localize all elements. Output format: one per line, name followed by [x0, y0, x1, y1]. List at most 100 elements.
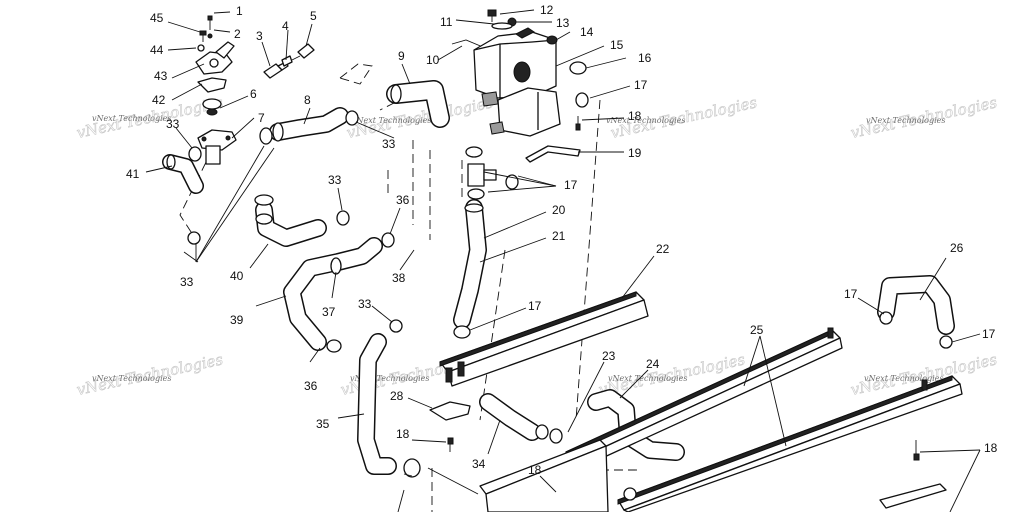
watermark: vNext Technologies	[350, 374, 429, 383]
screw-part-1	[207, 15, 213, 30]
callout-33: 33	[358, 297, 372, 311]
callout-33: 33	[382, 137, 396, 151]
callout-17: 17	[982, 327, 996, 341]
watermark: vNext Technologies	[92, 114, 171, 123]
callout-18: 18	[984, 441, 998, 455]
hose-part-24	[587, 389, 685, 461]
hose-part-26	[877, 275, 955, 335]
callout-36: 36	[396, 193, 410, 207]
optional-gasket-outline	[339, 63, 373, 85]
clamp-part-33	[188, 146, 202, 162]
callout-43: 43	[154, 69, 168, 83]
clamp-part-17	[879, 311, 893, 325]
watermark: vNext Technologies	[864, 374, 943, 383]
screw-part-12	[487, 9, 497, 22]
screw-part-18	[575, 116, 581, 131]
bracket-part-19	[525, 145, 581, 163]
watermark: vNext Technologies	[92, 374, 171, 383]
callout-15: 15	[610, 38, 624, 52]
callout-34: 34	[472, 457, 486, 471]
tee-fitting	[467, 163, 497, 187]
heat-exchanger-lower-right	[879, 483, 947, 509]
callout-18: 18	[396, 427, 410, 441]
thermostat-housing-assembly	[195, 15, 373, 165]
clamp-part-33	[187, 231, 201, 245]
callout-9: 9	[398, 49, 405, 63]
fitting-part-17	[921, 379, 928, 391]
callout-39: 39	[230, 313, 244, 327]
callout-1: 1	[236, 4, 243, 18]
bolt-part-45	[199, 30, 207, 42]
callout-33: 33	[180, 275, 194, 289]
callout-13: 13	[556, 16, 570, 30]
callout-36: 36	[304, 379, 318, 393]
callout-24: 24	[646, 357, 660, 371]
callout-12: 12	[540, 3, 554, 17]
hose-part-20	[453, 199, 487, 329]
clamp-part-33	[623, 487, 637, 501]
watermark: vNext Technologies	[606, 116, 685, 125]
leader-lines	[145, 9, 981, 512]
washer-part-2	[207, 33, 213, 39]
clamp-part-17	[575, 92, 589, 108]
callout-33: 33	[166, 117, 180, 131]
callout-22: 22	[656, 242, 670, 256]
hose-part-35	[357, 333, 397, 475]
watermark: vNext Technologies	[866, 116, 945, 125]
housing-cover-part-43	[195, 41, 235, 75]
clamp-part-33	[336, 210, 350, 226]
callout-37: 37	[322, 305, 336, 319]
callout-42: 42	[152, 93, 166, 107]
hose-part-8	[269, 107, 349, 142]
callout-16: 16	[638, 51, 652, 65]
elbow-hose-part-9	[386, 80, 450, 128]
callout-2: 2	[234, 27, 241, 41]
callout-labels: 1 2 4 5 3 45 44 43 42 6 7 41 33 8 33 9 1…	[126, 3, 998, 477]
callout-17: 17	[564, 178, 578, 192]
bracket-part-28	[429, 401, 471, 421]
clamp-part-33	[389, 319, 403, 333]
clamp-part-36	[381, 232, 395, 248]
callout-20: 20	[552, 203, 566, 217]
callout-6: 6	[250, 87, 257, 101]
callout-26: 26	[950, 241, 964, 255]
callout-38: 38	[392, 271, 406, 285]
screw-part-18	[913, 440, 920, 461]
elbow-hose-part-41	[162, 154, 204, 194]
clamp-part-17	[939, 335, 953, 349]
callout-17: 17	[634, 78, 648, 92]
watermark: vNext Technologies	[352, 116, 431, 125]
callout-5: 5	[310, 9, 317, 23]
callout-41: 41	[126, 167, 140, 181]
clamp-part-17	[453, 325, 471, 339]
callout-8: 8	[304, 93, 311, 107]
washer-part-11	[491, 22, 513, 30]
heat-exchanger-lower-left	[479, 439, 609, 512]
clamp-part-37	[330, 257, 342, 275]
callout-18: 18	[528, 463, 542, 477]
clamp-part-33	[403, 458, 421, 478]
fitting-part-5	[297, 43, 315, 59]
callout-40: 40	[230, 269, 244, 283]
callout-35: 35	[316, 417, 330, 431]
clamp-part-33	[345, 110, 359, 126]
washer-part-44	[197, 44, 205, 52]
callout-44: 44	[150, 43, 164, 57]
heat-exchanger-part-25	[565, 329, 843, 471]
fitting-part-17	[827, 327, 834, 339]
clamp-part-33	[549, 428, 563, 444]
callout-28: 28	[390, 389, 404, 403]
thermostat-part-6	[202, 98, 222, 116]
hose-part-34	[479, 393, 541, 441]
coolant-reservoir-assembly	[386, 9, 589, 163]
callout-45: 45	[150, 11, 164, 25]
callout-11: 11	[440, 15, 453, 29]
thermostat-housing-part-7	[197, 129, 237, 165]
callout-21: 21	[552, 229, 566, 243]
hose-part-39	[283, 237, 383, 351]
left-hoses	[162, 107, 421, 478]
clamp-part-17	[467, 188, 485, 200]
callout-4: 4	[282, 19, 289, 33]
callout-3: 3	[256, 29, 263, 43]
clamp-part-33	[259, 127, 273, 145]
